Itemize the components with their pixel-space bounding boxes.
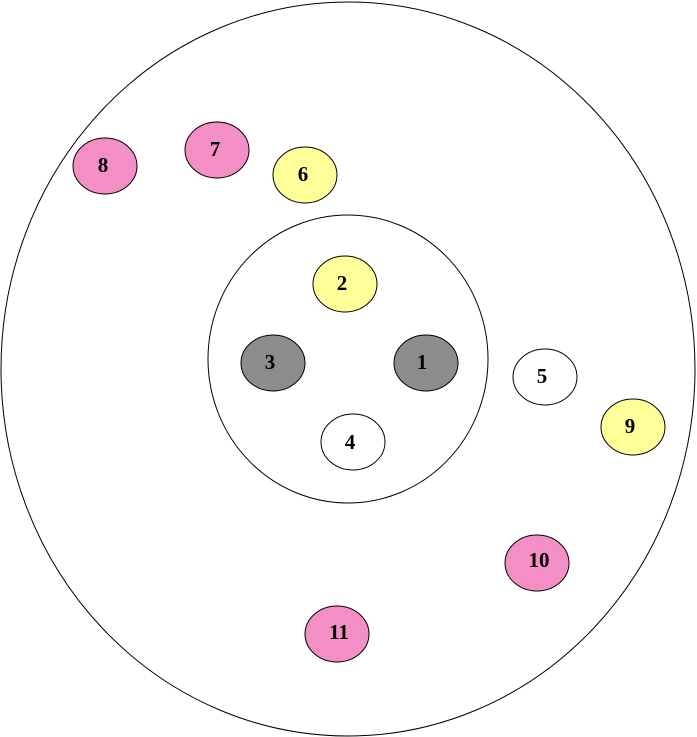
node-5-label: 5 — [537, 364, 548, 388]
node-4-label: 4 — [345, 430, 356, 454]
node-3: 3 — [240, 334, 306, 392]
node-2-label: 2 — [337, 271, 348, 295]
node-4: 4 — [320, 413, 386, 471]
node-5: 5 — [512, 348, 578, 406]
node-6: 6 — [272, 146, 338, 204]
node-7: 7 — [184, 121, 250, 179]
node-10-disc — [504, 534, 570, 592]
node-4-disc — [320, 413, 386, 471]
node-10: 10 — [504, 534, 570, 592]
node-9-label: 9 — [625, 414, 636, 438]
node-11-disc — [304, 605, 370, 663]
node-6-disc — [272, 146, 338, 204]
node-8: 8 — [72, 137, 138, 195]
node-3-disc — [240, 334, 306, 392]
node-7-label: 7 — [210, 137, 221, 161]
inner-circle — [207, 214, 489, 504]
node-2: 2 — [312, 255, 378, 313]
node-8-label: 8 — [98, 153, 109, 177]
node-6-label: 6 — [298, 162, 309, 186]
node-1-disc — [393, 334, 459, 392]
node-11-label: 11 — [329, 620, 349, 644]
node-8-disc — [72, 137, 138, 195]
node-10-label: 10 — [529, 548, 550, 572]
node-9-disc — [600, 398, 666, 456]
node-1-label: 1 — [417, 350, 428, 374]
node-3-label: 3 — [265, 350, 276, 374]
node-11: 11 — [304, 605, 370, 663]
node-5-disc — [512, 348, 578, 406]
node-1: 1 — [393, 334, 459, 392]
node-9: 9 — [600, 398, 666, 456]
node-2-disc — [312, 255, 378, 313]
node-7-disc — [184, 121, 250, 179]
